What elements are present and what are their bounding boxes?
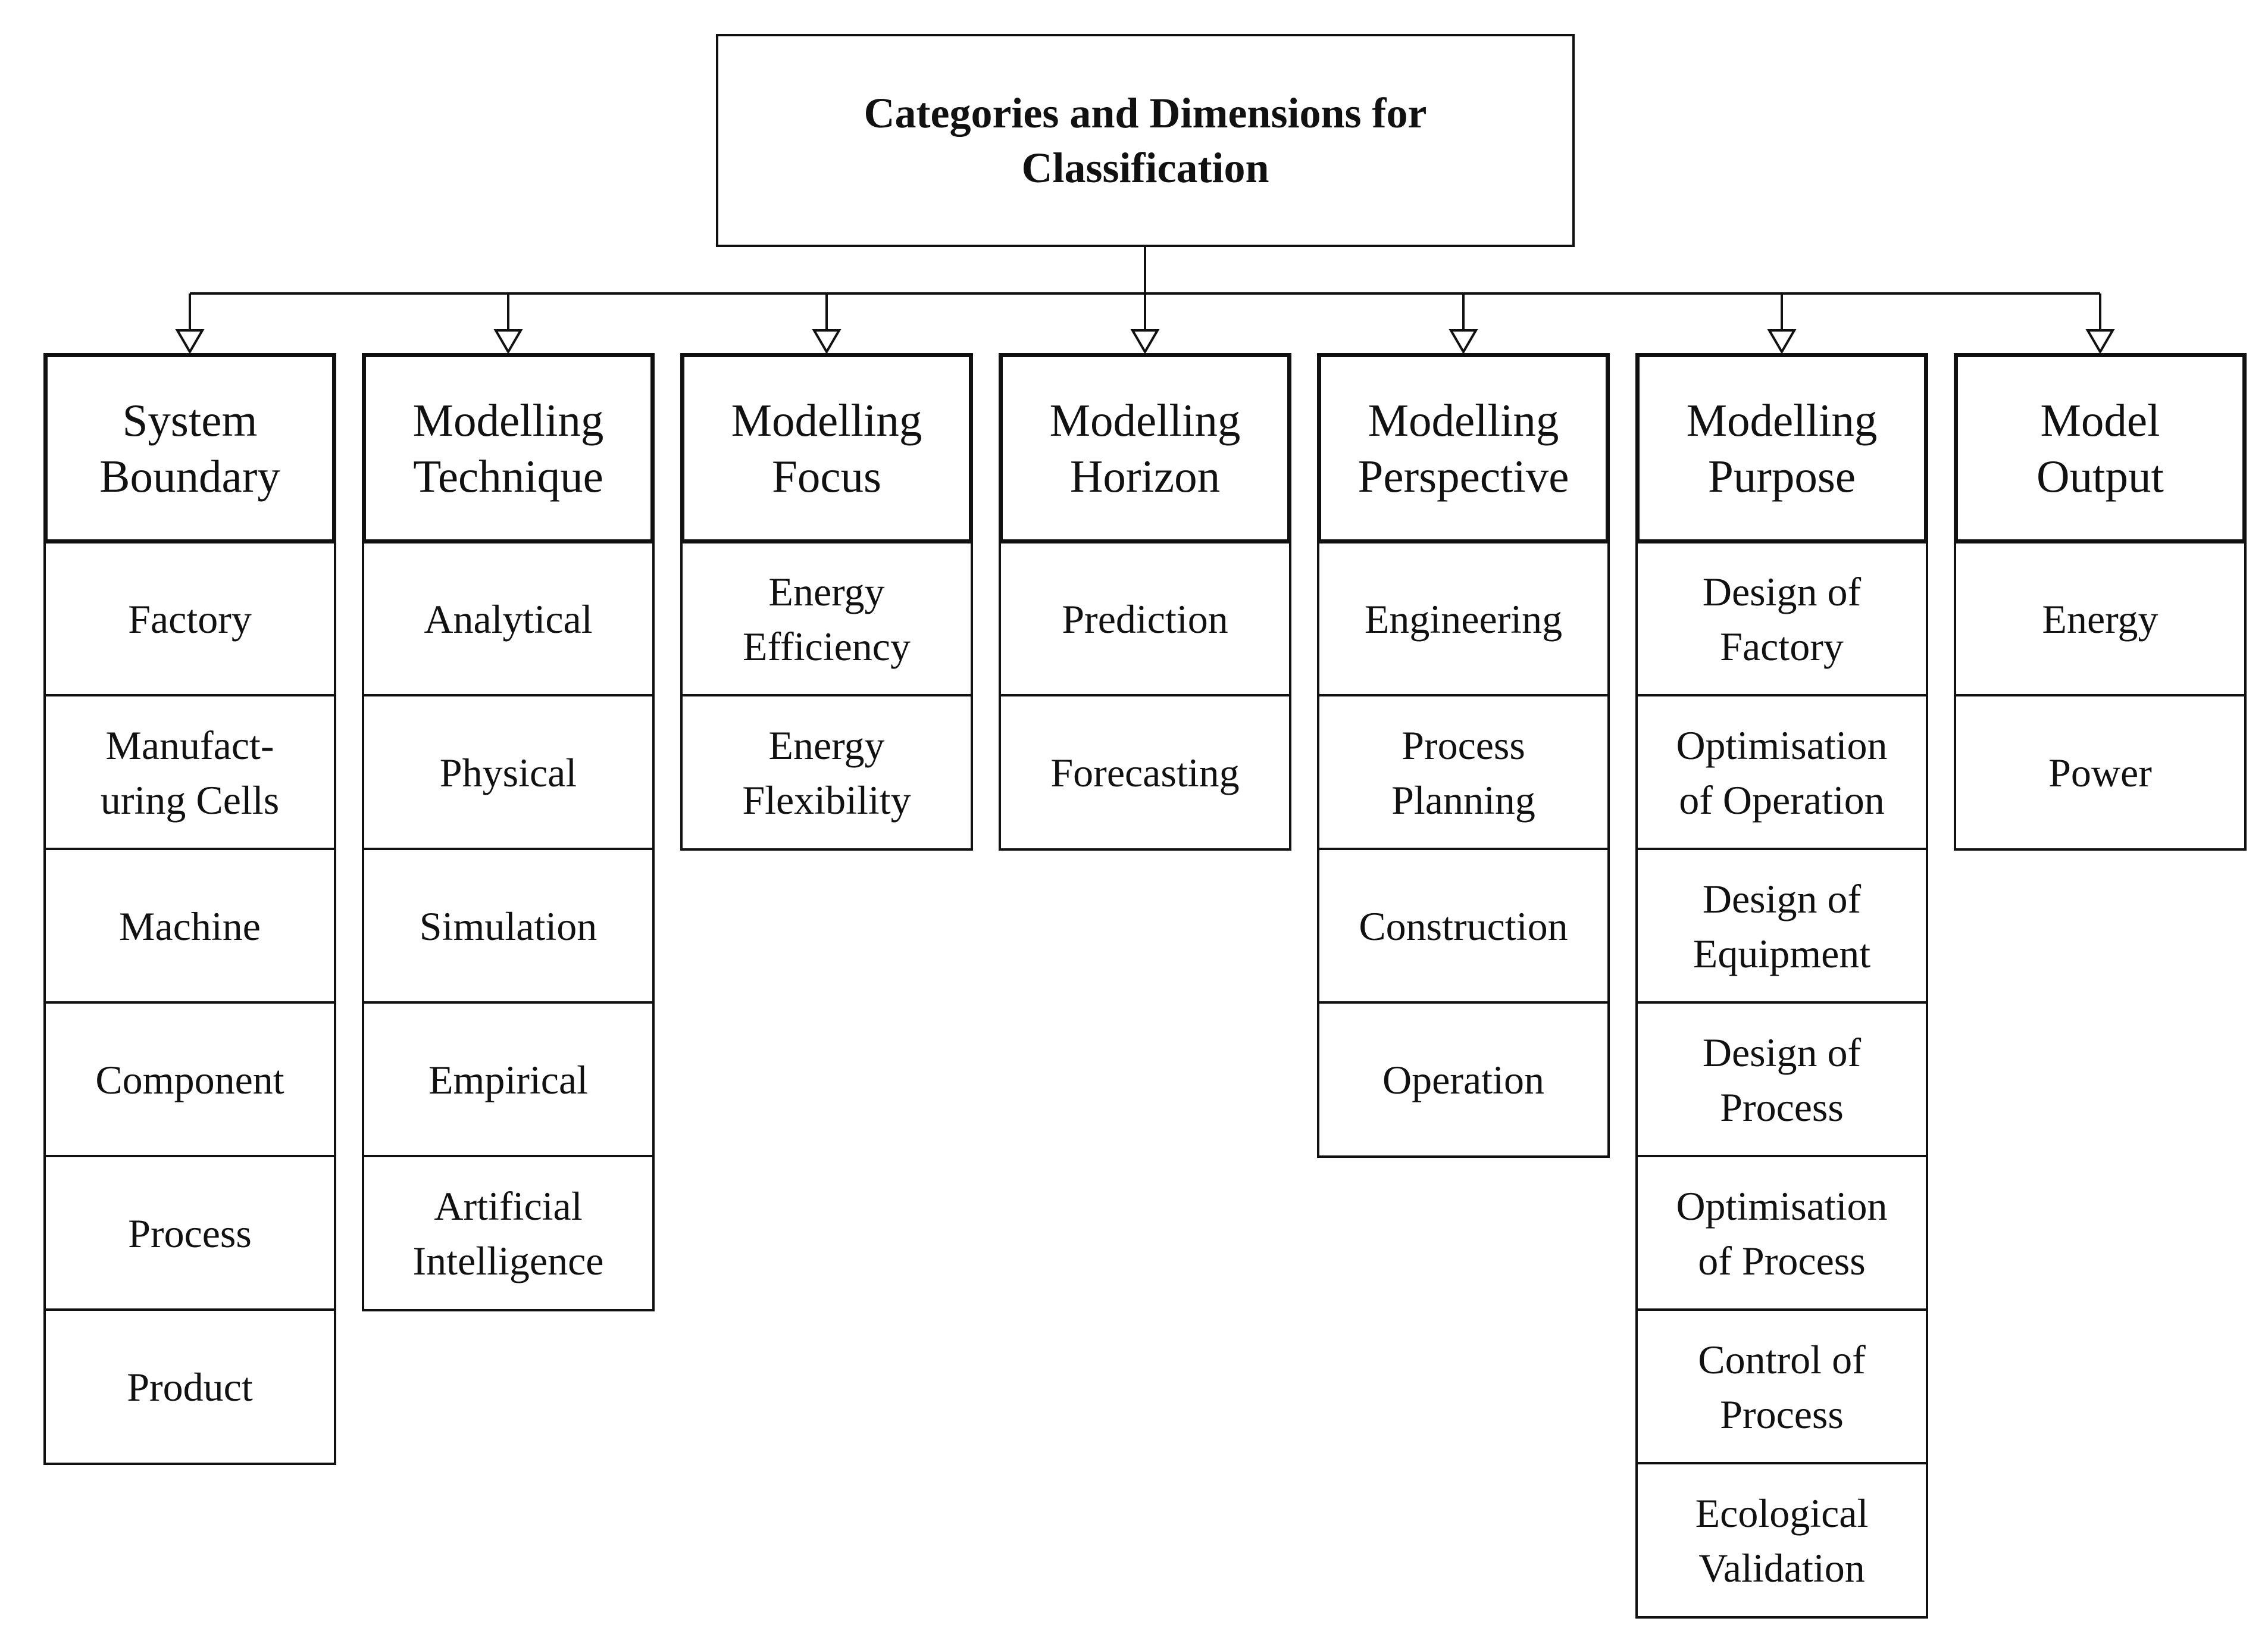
dimension-label: Process [128, 1210, 252, 1256]
dimension-box-modelling-technique: Simulation [362, 848, 655, 1004]
dimension-box-modelling-purpose: Optimisation of Process [1635, 1155, 1928, 1311]
dimension-box-modelling-perspective: Process Planning [1317, 694, 1610, 851]
dimension-box-system-boundary: Machine [43, 848, 336, 1004]
dimension-box-modelling-technique: Physical [362, 694, 655, 851]
dimension-label: Energy Efficiency [743, 568, 911, 669]
category-header-modelling-focus: Modelling Focus [680, 353, 973, 543]
category-header-modelling-purpose: Modelling Purpose [1635, 353, 1928, 543]
dimension-box-modelling-focus: Energy Efficiency [680, 541, 973, 697]
dimension-label: Design of Equipment [1693, 876, 1871, 976]
dimension-label: Machine [119, 903, 261, 949]
category-title: Modelling Perspective [1357, 395, 1569, 502]
category-title: System Boundary [99, 395, 280, 502]
dimension-label: Prediction [1062, 596, 1228, 642]
root-title: Categories and Dimensions for Classifica… [864, 89, 1427, 192]
dimension-box-modelling-purpose: Design of Process [1635, 1001, 1928, 1158]
dimension-box-modelling-technique: Analytical [362, 541, 655, 697]
dimension-box-system-boundary: Component [43, 1001, 336, 1158]
dimension-label: Power [2048, 749, 2152, 795]
dimension-box-modelling-purpose: Optimisation of Operation [1635, 694, 1928, 851]
category-title: Model Output [2036, 395, 2164, 502]
category-header-model-output: Model Output [1954, 353, 2247, 543]
dimension-box-system-boundary: Product [43, 1308, 336, 1465]
dimension-label: Design of Factory [1702, 568, 1862, 669]
category-title: Modelling Horizon [1049, 395, 1241, 502]
arrowhead-icon [1130, 329, 1160, 354]
dimension-label: Forecasting [1050, 749, 1240, 795]
dimension-box-system-boundary: Process [43, 1155, 336, 1311]
dimension-label: Construction [1359, 903, 1568, 949]
root-category-box: Categories and Dimensions for Classifica… [716, 34, 1575, 247]
dimension-box-modelling-purpose: Design of Equipment [1635, 848, 1928, 1004]
dimension-label: Design of Process [1702, 1029, 1862, 1130]
dimension-label: Factory [128, 596, 252, 642]
dimension-label: Operation [1382, 1057, 1544, 1102]
dimension-label: Ecological Validation [1695, 1490, 1869, 1591]
arrowhead-icon [493, 329, 523, 354]
dimension-label: Energy [2042, 596, 2158, 642]
dimension-label: Control of Process [1698, 1336, 1866, 1437]
dimension-label: Optimisation of Process [1676, 1183, 1888, 1283]
category-header-system-boundary: System Boundary [43, 353, 336, 543]
dimension-box-modelling-purpose: Design of Factory [1635, 541, 1928, 697]
dimension-box-modelling-purpose: Ecological Validation [1635, 1462, 1928, 1619]
category-title: Modelling Focus [731, 395, 922, 502]
dimension-box-system-boundary: Factory [43, 541, 336, 697]
dimension-box-modelling-focus: Energy Flexibility [680, 694, 973, 851]
dimension-label: Manufact- uring Cells [100, 722, 280, 823]
arrowhead-icon [1767, 329, 1797, 354]
dimension-box-modelling-horizon: Forecasting [999, 694, 1291, 851]
dimension-label: Energy Flexibility [742, 722, 911, 823]
dimension-label: Physical [439, 749, 577, 795]
dimension-label: Product [127, 1364, 253, 1410]
dimension-box-modelling-perspective: Engineering [1317, 541, 1610, 697]
dimension-box-modelling-purpose: Control of Process [1635, 1308, 1928, 1465]
category-title: Modelling Technique [412, 395, 604, 502]
category-header-modelling-perspective: Modelling Perspective [1317, 353, 1610, 543]
arrowhead-icon [1449, 329, 1478, 354]
dimension-label: Process Planning [1391, 722, 1535, 823]
dimension-box-modelling-technique: Empirical [362, 1001, 655, 1158]
dimension-label: Simulation [419, 903, 597, 949]
dimension-label: Component [95, 1057, 284, 1102]
arrowhead-icon [2085, 329, 2115, 354]
dimension-label: Empirical [428, 1057, 589, 1102]
dimension-label: Analytical [424, 596, 593, 642]
category-title: Modelling Purpose [1686, 395, 1878, 502]
dimension-box-modelling-technique: Artificial Intelligence [362, 1155, 655, 1311]
arrowhead-icon [812, 329, 841, 354]
dimension-box-modelling-horizon: Prediction [999, 541, 1291, 697]
dimension-box-modelling-perspective: Construction [1317, 848, 1610, 1004]
arrowhead-icon [175, 329, 205, 354]
dimension-box-model-output: Energy [1954, 541, 2247, 697]
dimension-box-model-output: Power [1954, 694, 2247, 851]
dimension-box-system-boundary: Manufact- uring Cells [43, 694, 336, 851]
dimension-label: Engineering [1364, 596, 1563, 642]
category-header-modelling-horizon: Modelling Horizon [999, 353, 1291, 543]
dimension-label: Artificial Intelligence [412, 1183, 604, 1283]
dimension-box-modelling-perspective: Operation [1317, 1001, 1610, 1158]
category-header-modelling-technique: Modelling Technique [362, 353, 655, 543]
dimension-label: Optimisation of Operation [1676, 722, 1888, 823]
